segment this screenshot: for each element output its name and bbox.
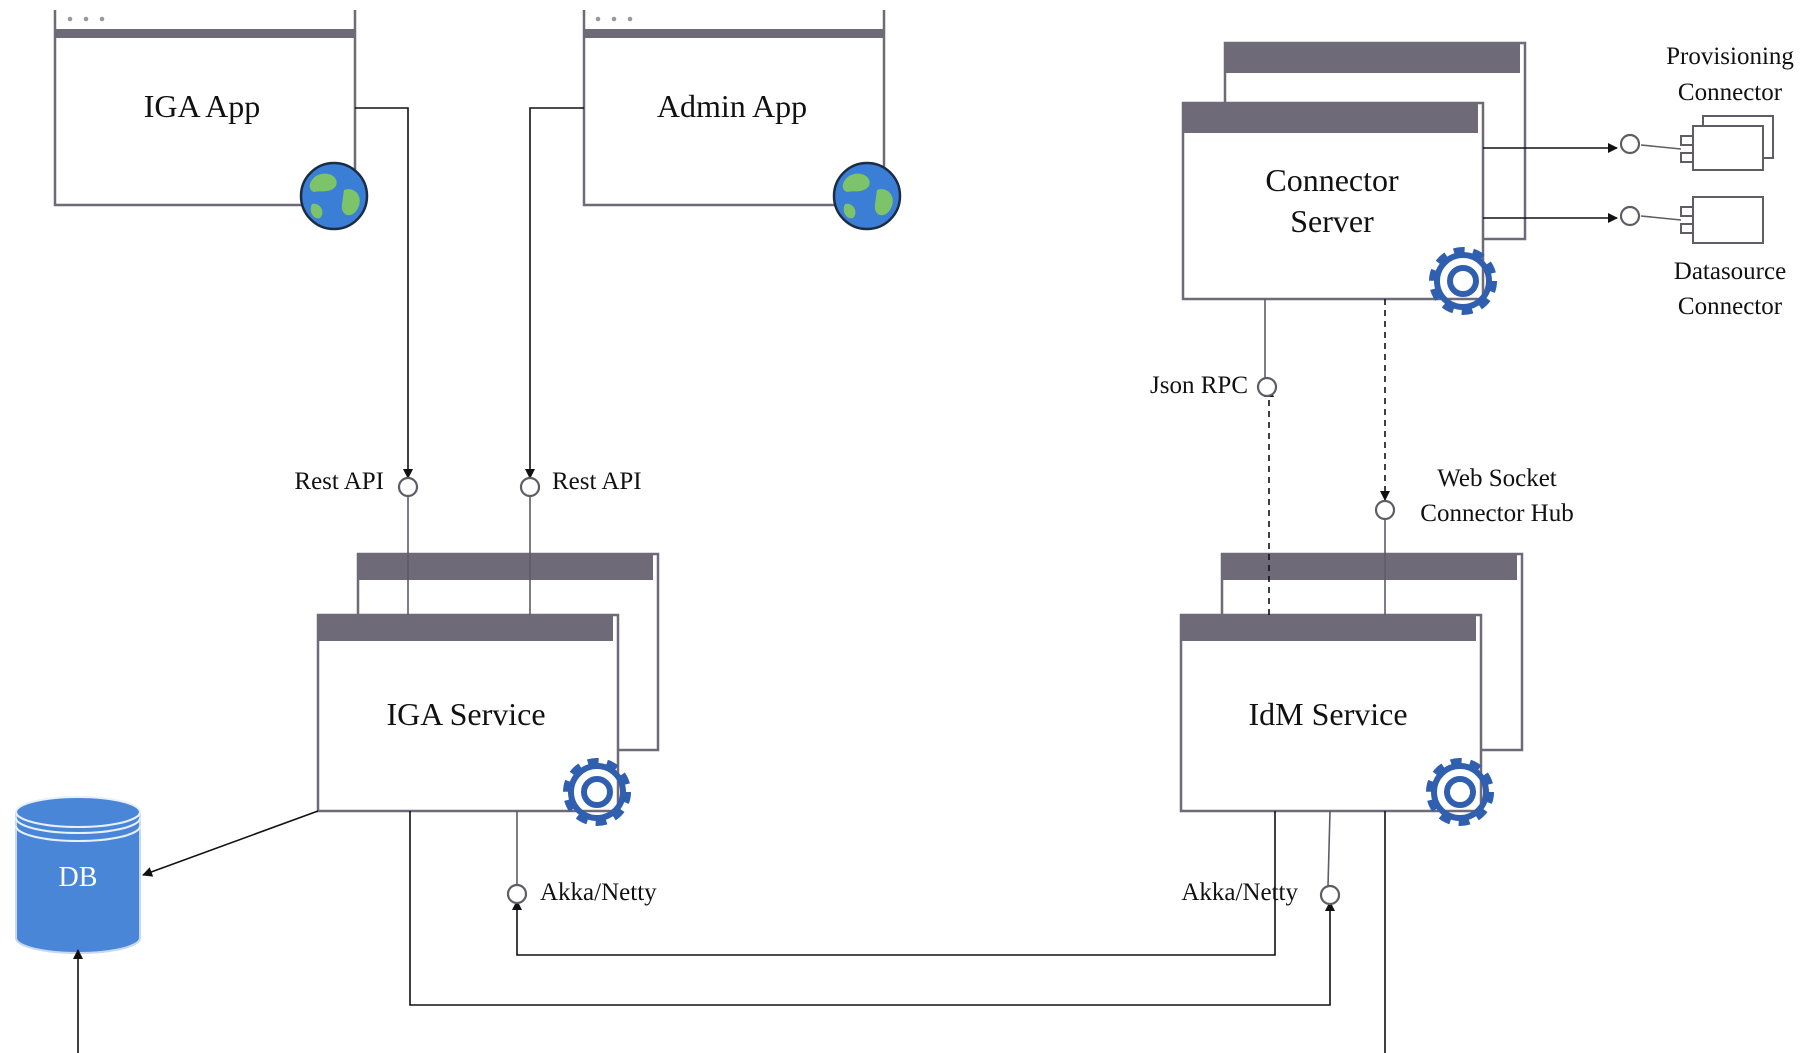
admin-app-label: Admin App [657,88,807,124]
database-icon: DB [15,796,141,954]
akka-netty-interface-2 [1319,884,1341,906]
connector-plug-icon [1640,115,1774,171]
akka-netty-label-1: Akka/Netty [540,879,657,906]
rest-api-label-2: Rest API [552,468,642,495]
web-socket-label-2: Connector Hub [1420,500,1573,527]
iga-app-window: IGA App [53,10,369,231]
iga-service-label: IGA Service [386,696,545,732]
datasource-label-1: Datasource [1674,258,1786,285]
provisioning-interface [1619,133,1641,155]
provisioning-label-2: Connector [1678,79,1783,106]
json-rpc-interface [1256,376,1278,398]
admin-app-window: Admin App [582,10,902,231]
rest-api-label-1: Rest API [294,468,384,495]
provisioning-label-1: Provisioning [1666,43,1794,70]
rest-api-interface-2 [519,476,541,498]
connector-server-label-1: Connector [1265,162,1399,198]
globe-icon [832,161,902,231]
akka-netty-interface-1 [506,883,528,905]
globe-icon [299,161,369,231]
connector-server-component: Connector Server [1181,41,1527,312]
json-rpc-label: Json RPC [1150,372,1248,399]
connector-plug-icon [1640,196,1764,244]
idm-service-component: IdM Service [1179,552,1524,823]
iga-service-component: IGA Service [316,552,660,823]
connector-server-label-2: Server [1290,203,1374,239]
datasource-interface [1619,205,1641,227]
web-socket-interface [1374,499,1396,521]
iga-app-label: IGA App [144,88,260,124]
db-label: DB [59,862,98,893]
rest-api-interface-1 [397,476,419,498]
idm-service-label: IdM Service [1248,696,1407,732]
akka-netty-label-2: Akka/Netty [1181,879,1298,906]
web-socket-label-1: Web Socket [1437,465,1557,492]
datasource-label-2: Connector [1678,293,1783,320]
